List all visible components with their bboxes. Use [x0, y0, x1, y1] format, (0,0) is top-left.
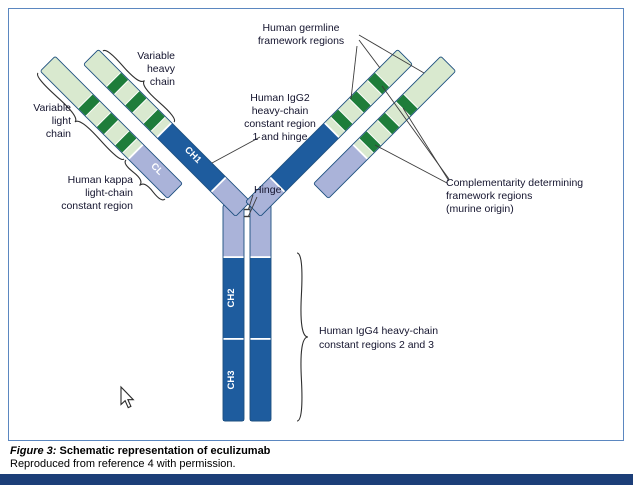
segment-separator — [269, 176, 286, 193]
hinge-segment-left — [223, 205, 244, 257]
segment-separator — [127, 143, 144, 160]
bar-outline — [245, 49, 413, 217]
figure-number: Figure 3: — [10, 445, 57, 457]
bar-outline — [83, 49, 251, 217]
hinge-segment-right — [250, 205, 271, 257]
antibody-diagram: CH1 CL CH2 CH3 — [33, 22, 583, 422]
light-chain-left-arm — [40, 56, 183, 199]
hinge-leader-lines — [248, 194, 258, 217]
heavy-chain-left-arm — [83, 49, 251, 217]
label-germline-line1: Human germline — [262, 22, 339, 34]
segment-separator — [156, 122, 173, 139]
igg4-constant-brace — [296, 252, 309, 422]
heavy-chain-right-arm — [245, 49, 413, 217]
kappa-constant-brace — [124, 159, 166, 201]
variable-region — [83, 49, 172, 138]
label-kappa-constant: Human kappa light-chain constant region — [61, 174, 133, 212]
cl-segment — [127, 143, 183, 199]
hinge-proximal-segment — [245, 176, 286, 217]
segment-separator — [223, 338, 244, 340]
label-igg2-line1: Human IgG2 — [250, 92, 310, 104]
stem-right-bar — [249, 204, 272, 422]
igg2-leader-line — [211, 136, 261, 164]
label-germline: Human germline framework regions — [258, 22, 344, 47]
label-variable-light: Variable light chain — [33, 102, 71, 140]
variable-heavy-brace — [102, 49, 176, 123]
label-igg2-line2: heavy-chain — [252, 105, 309, 117]
label-igg4-line1: Human IgG4 heavy-chain — [319, 325, 438, 337]
label-igg2-line3: constant region — [244, 118, 316, 130]
label-igg2-constant: Human IgG2 heavy-chain constant region 1… — [244, 92, 316, 143]
label-variable-heavy: Variable heavy chain — [137, 50, 175, 88]
figure-caption: Figure 3: Schematic representation of ec… — [10, 445, 270, 471]
segment-separator — [323, 122, 340, 139]
label-cdr-line1: Complementarity determining — [446, 177, 583, 189]
label-igg4-constant: Human IgG4 heavy-chain constant regions … — [319, 325, 438, 351]
ch1-segment — [270, 122, 340, 192]
segment-separator — [210, 176, 227, 193]
segment-separator — [250, 256, 271, 258]
stem-left-bar — [222, 204, 245, 422]
figure-box: CH1 CL CH2 CH3 — [8, 8, 624, 441]
ch2-label: CH2 — [226, 288, 237, 307]
label-variable-light-line3: chain — [46, 128, 71, 140]
label-igg4-line2: constant regions 2 and 3 — [319, 339, 434, 351]
label-igg2-line4: 1 and hinge — [253, 131, 308, 143]
light-chain-right-arm — [313, 56, 456, 199]
bar-outline — [313, 56, 456, 199]
label-variable-light-line2: light — [52, 115, 71, 127]
label-variable-heavy-line1: Variable — [137, 50, 175, 62]
cdr-leader-lines — [374, 85, 450, 184]
germline-leader-lines — [350, 34, 425, 100]
label-variable-heavy-line2: heavy — [147, 63, 176, 75]
hinge-proximal-segment — [210, 176, 251, 217]
footer-bar — [0, 474, 633, 485]
variable-light-brace — [36, 72, 125, 161]
segment-separator — [352, 143, 369, 160]
label-variable-light-line1: Variable — [33, 102, 71, 114]
mouse-cursor-icon — [120, 385, 135, 409]
label-variable-heavy-line3: chain — [150, 76, 175, 88]
label-cdr-line3: (murine origin) — [446, 203, 514, 215]
ch3-label: CH3 — [226, 370, 237, 389]
cl-segment — [313, 143, 369, 199]
bar-outline — [40, 56, 183, 199]
caption-line1: Figure 3: Schematic representation of ec… — [10, 445, 270, 458]
figure-credit: Reproduced from reference 4 with permiss… — [10, 458, 236, 470]
label-hinge: Hinge — [254, 184, 282, 196]
ch1-segment — [156, 122, 226, 192]
label-kappa-line1: Human kappa — [68, 174, 134, 186]
segment-separator — [250, 338, 271, 340]
variable-region — [324, 49, 413, 138]
label-cdr-line2: framework regions — [446, 190, 532, 202]
label-cdr: Complementarity determining framework re… — [446, 177, 583, 215]
label-kappa-line2: light-chain — [85, 187, 133, 199]
segment-separator — [223, 256, 244, 258]
label-germline-line2: framework regions — [258, 35, 344, 47]
figure-title: Schematic representation of eculizumab — [56, 445, 271, 457]
label-kappa-line3: constant region — [61, 200, 133, 212]
